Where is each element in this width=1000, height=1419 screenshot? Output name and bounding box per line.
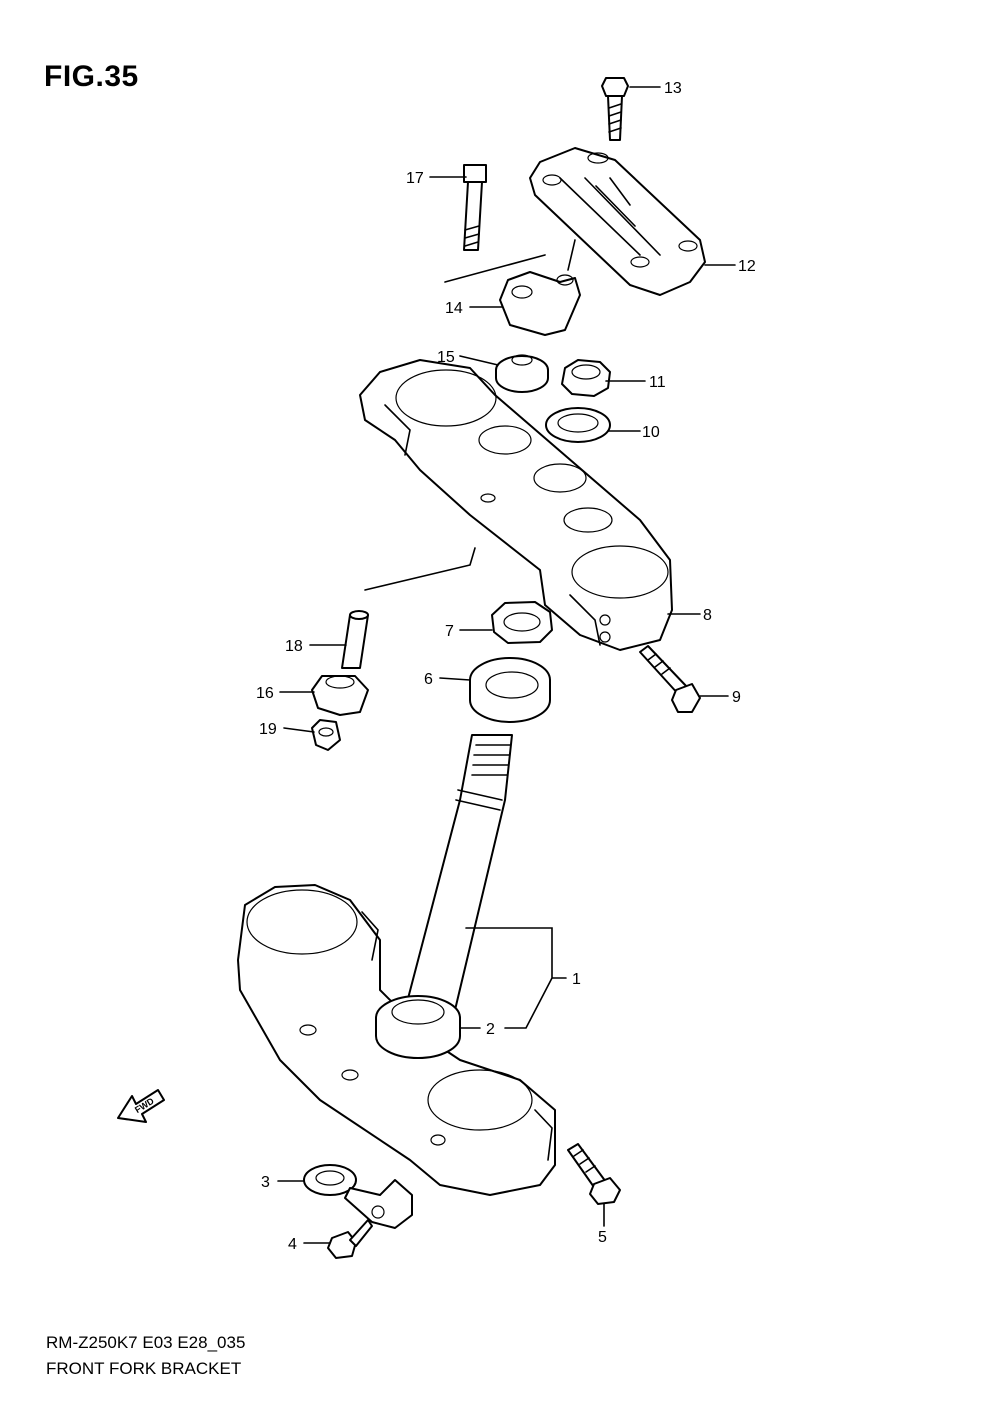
part-19-nut[interactable] — [311, 719, 341, 751]
callout-13: 13 — [664, 80, 682, 97]
callouts: 13 12 17 14 15 11 10 8 9 7 6 18 16 19 1 … — [256, 80, 756, 1253]
part-10-washer[interactable] — [545, 407, 611, 443]
part-11-stem-nut[interactable] — [561, 359, 611, 397]
callout-15: 15 — [437, 349, 455, 366]
callout-5: 5 — [598, 1229, 607, 1246]
part-4-screw[interactable] — [327, 1219, 373, 1259]
part-5-bolt[interactable] — [567, 1143, 621, 1205]
callout-17: 17 — [406, 170, 424, 187]
part-18-collar[interactable] — [341, 610, 369, 669]
alignment-line — [444, 254, 546, 283]
part-3-cable-guide[interactable] — [303, 1164, 413, 1229]
model-code: RM-Z250K7 E03 E28_035 — [46, 1333, 246, 1352]
alignment-line — [567, 239, 576, 271]
part-8-upper-bracket[interactable] — [359, 359, 673, 651]
part-9-bolt[interactable] — [639, 645, 701, 713]
callout-8: 8 — [703, 607, 712, 624]
callout-1: 1 — [572, 971, 581, 988]
part-14-clamp-holder[interactable] — [499, 271, 581, 336]
callout-3: 3 — [261, 1174, 270, 1191]
callout-7: 7 — [445, 623, 454, 640]
figure-title: FIG.35 — [44, 60, 139, 93]
callout-10: 10 — [642, 424, 660, 441]
callout-6: 6 — [424, 671, 433, 688]
part-7-lock-nut[interactable] — [491, 601, 553, 644]
alignment-line — [364, 547, 476, 591]
part-13-bolt[interactable] — [601, 77, 629, 141]
section-name: FRONT FORK BRACKET — [46, 1359, 242, 1378]
callout-11: 11 — [649, 374, 666, 391]
callout-19: 19 — [259, 721, 277, 738]
callout-4: 4 — [288, 1236, 297, 1253]
callout-14: 14 — [445, 300, 463, 317]
part-15-cushion[interactable] — [495, 354, 549, 393]
callout-18: 18 — [285, 638, 303, 655]
leader-lines — [277, 86, 736, 1244]
part-6-bearing[interactable] — [469, 657, 551, 723]
part-1-lower-bracket-stem[interactable] — [237, 734, 556, 1196]
callout-2: 2 — [486, 1021, 495, 1038]
callout-12: 12 — [738, 258, 756, 275]
group-bracket-1-2 — [465, 927, 567, 1029]
part-12-handlebar-clamp[interactable] — [529, 147, 706, 296]
callout-9: 9 — [732, 689, 741, 706]
fwd-direction-arrow: FWD — [117, 1089, 165, 1123]
callout-16: 16 — [256, 685, 274, 702]
part-2-stem-bearing[interactable] — [375, 995, 461, 1059]
part-17-long-bolt[interactable] — [463, 164, 487, 251]
part-16-grommet[interactable] — [311, 675, 369, 716]
